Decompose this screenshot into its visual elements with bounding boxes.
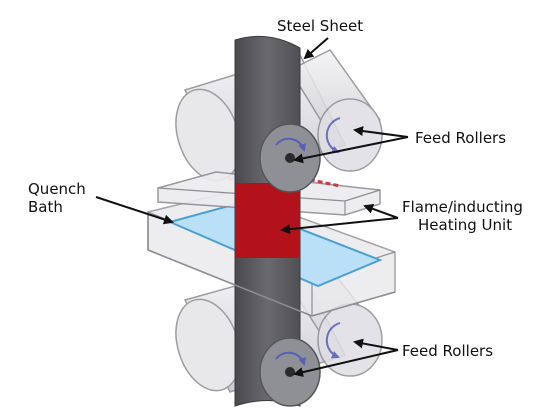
feed-rollers-top-arrow-2 (293, 136, 409, 164)
heating-unit-arrow (363, 204, 399, 219)
heating-unit-arrow-2 (280, 217, 399, 235)
feed-rollers-bottom-label: Feed Rollers (402, 342, 494, 360)
quench-bath-label-line1: Quench (28, 180, 86, 198)
quench-bath-arrow (95, 196, 174, 225)
feed-rollers-top-label: Feed Rollers (415, 129, 507, 147)
feed-rollers-bottom-arrow-2 (293, 349, 399, 378)
rotation-arrow-icon (325, 322, 341, 359)
bottom-front-roller (259, 337, 321, 407)
rotation-arrow-icon (325, 117, 341, 154)
flame-jets-icon (301, 176, 341, 188)
heating-unit-label-line1: Flame/inducting (402, 198, 523, 216)
heating-unit-label-line2: Heating Unit (418, 216, 513, 234)
feed-rollers-top-arrow (353, 126, 409, 138)
heating-band (235, 183, 300, 258)
leader-arrows (95, 37, 409, 378)
quench-bath-label-line2: Bath (28, 198, 63, 216)
steel-sheet-label: Steel Sheet (277, 17, 364, 35)
rotation-arrow-icon (275, 351, 307, 366)
rotation-arrow-icon (275, 137, 307, 152)
feed-rollers-bottom-arrow (353, 338, 399, 351)
steel-sheet-arrow (303, 37, 329, 60)
top-front-roller (259, 123, 321, 193)
